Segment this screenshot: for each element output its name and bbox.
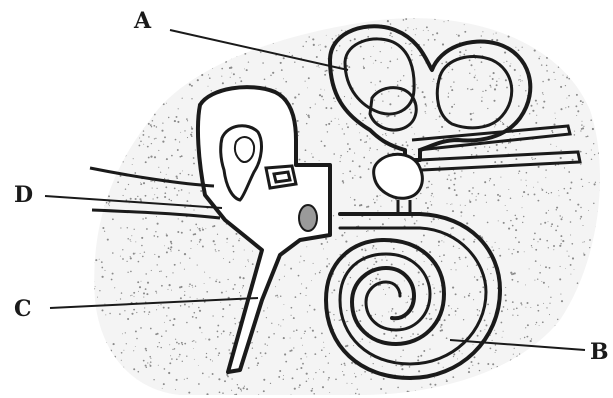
round-window	[299, 205, 317, 231]
label-b: B	[590, 341, 609, 363]
incus-detail	[235, 137, 254, 162]
label-a: A	[134, 10, 151, 32]
label-c: C	[14, 298, 32, 320]
label-d: D	[14, 184, 33, 206]
